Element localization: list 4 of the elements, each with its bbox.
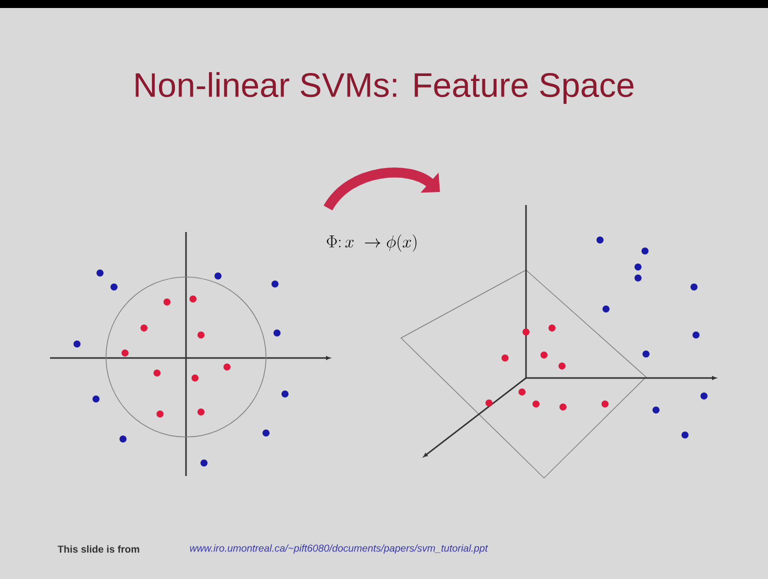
source-note: This slide is from bbox=[58, 545, 140, 553]
link: www.iro.umontreal.ca/~pift6080/documents/papers/svm_tutorial.ppt bbox=[190, 544, 488, 554]
mapping-formula: $\Phi\colon x\; \rightarrow \phi(x)$ bbox=[326, 234, 416, 252]
title: Non-linear SVMs: Feature Space bbox=[136, 72, 634, 104]
